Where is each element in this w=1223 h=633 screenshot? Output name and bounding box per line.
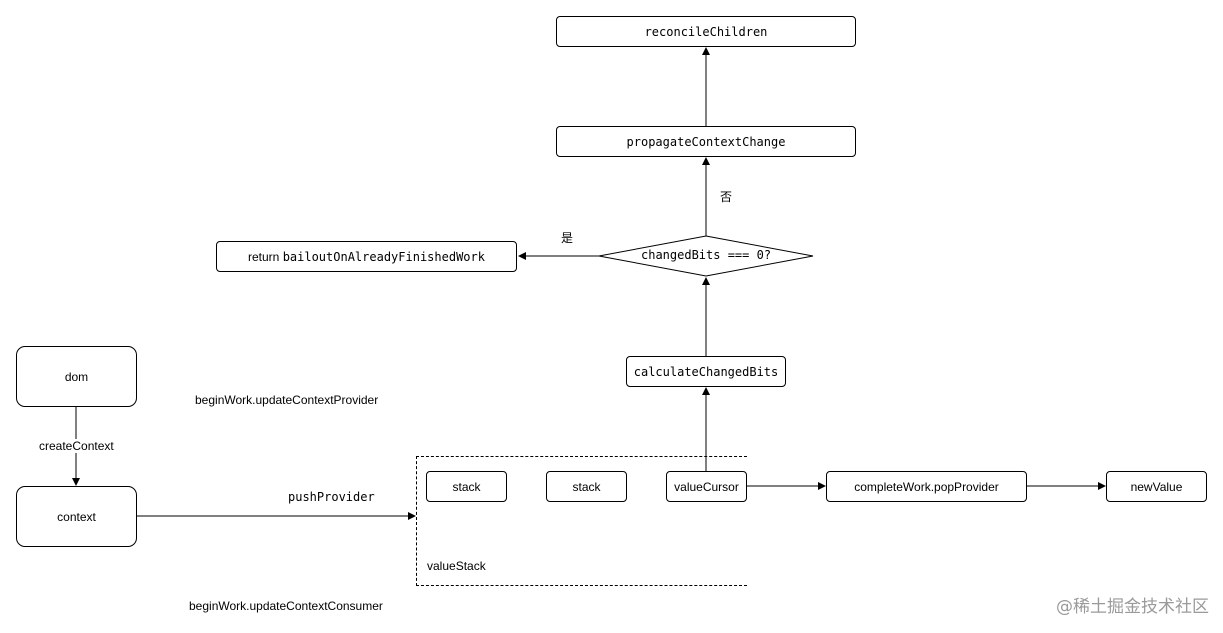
- edge-label-yes: 是: [561, 231, 574, 245]
- propagate-context-change-node: propagateContextChange: [556, 126, 856, 157]
- value-cursor-label: valueCursor: [674, 479, 739, 494]
- dom-label: dom: [64, 369, 89, 384]
- pop-provider-label: completeWork.popProvider: [854, 479, 999, 494]
- edge-label-create-context: createContext: [39, 439, 114, 453]
- annotation-update-context-provider: beginWork.updateContextProvider: [195, 393, 379, 407]
- new-value-node: newValue: [1106, 471, 1207, 502]
- context-node: context: [16, 486, 137, 547]
- pop-provider-node: completeWork.popProvider: [826, 471, 1027, 502]
- context-label: context: [57, 509, 96, 524]
- stack-label-1: stack: [452, 479, 481, 494]
- reconcile-children-label: reconcileChildren: [644, 24, 768, 39]
- stack-node-1: stack: [426, 471, 507, 502]
- stack-node-2: stack: [546, 471, 627, 502]
- value-stack-container: [416, 456, 747, 586]
- annotation-update-context-consumer: beginWork.updateContextConsumer: [189, 599, 383, 613]
- decision-label: changedBits === 0?: [641, 248, 772, 262]
- watermark: @稀土掘金技术社区: [1056, 597, 1209, 617]
- edge-label-no: 否: [720, 190, 733, 204]
- bailout-node: return bailoutOnAlreadyFinishedWork: [216, 241, 517, 272]
- stack-label-2: stack: [572, 479, 601, 494]
- reconcile-children-node: reconcileChildren: [556, 16, 856, 47]
- new-value-label: newValue: [1130, 479, 1183, 494]
- calculate-changed-bits-label: calculateChangedBits: [633, 364, 779, 379]
- edge-label-push-provider: pushProvider: [288, 490, 375, 504]
- value-cursor-node: valueCursor: [666, 471, 747, 502]
- calculate-changed-bits-node: calculateChangedBits: [626, 356, 786, 387]
- propagate-context-change-label: propagateContextChange: [626, 134, 786, 149]
- bailout-fn-label: bailoutOnAlreadyFinishedWork: [282, 249, 485, 264]
- decision-diamond: [598, 235, 814, 277]
- bailout-prefix: return: [248, 249, 283, 264]
- annotation-value-stack: valueStack: [427, 559, 486, 573]
- dom-node: dom: [16, 346, 137, 407]
